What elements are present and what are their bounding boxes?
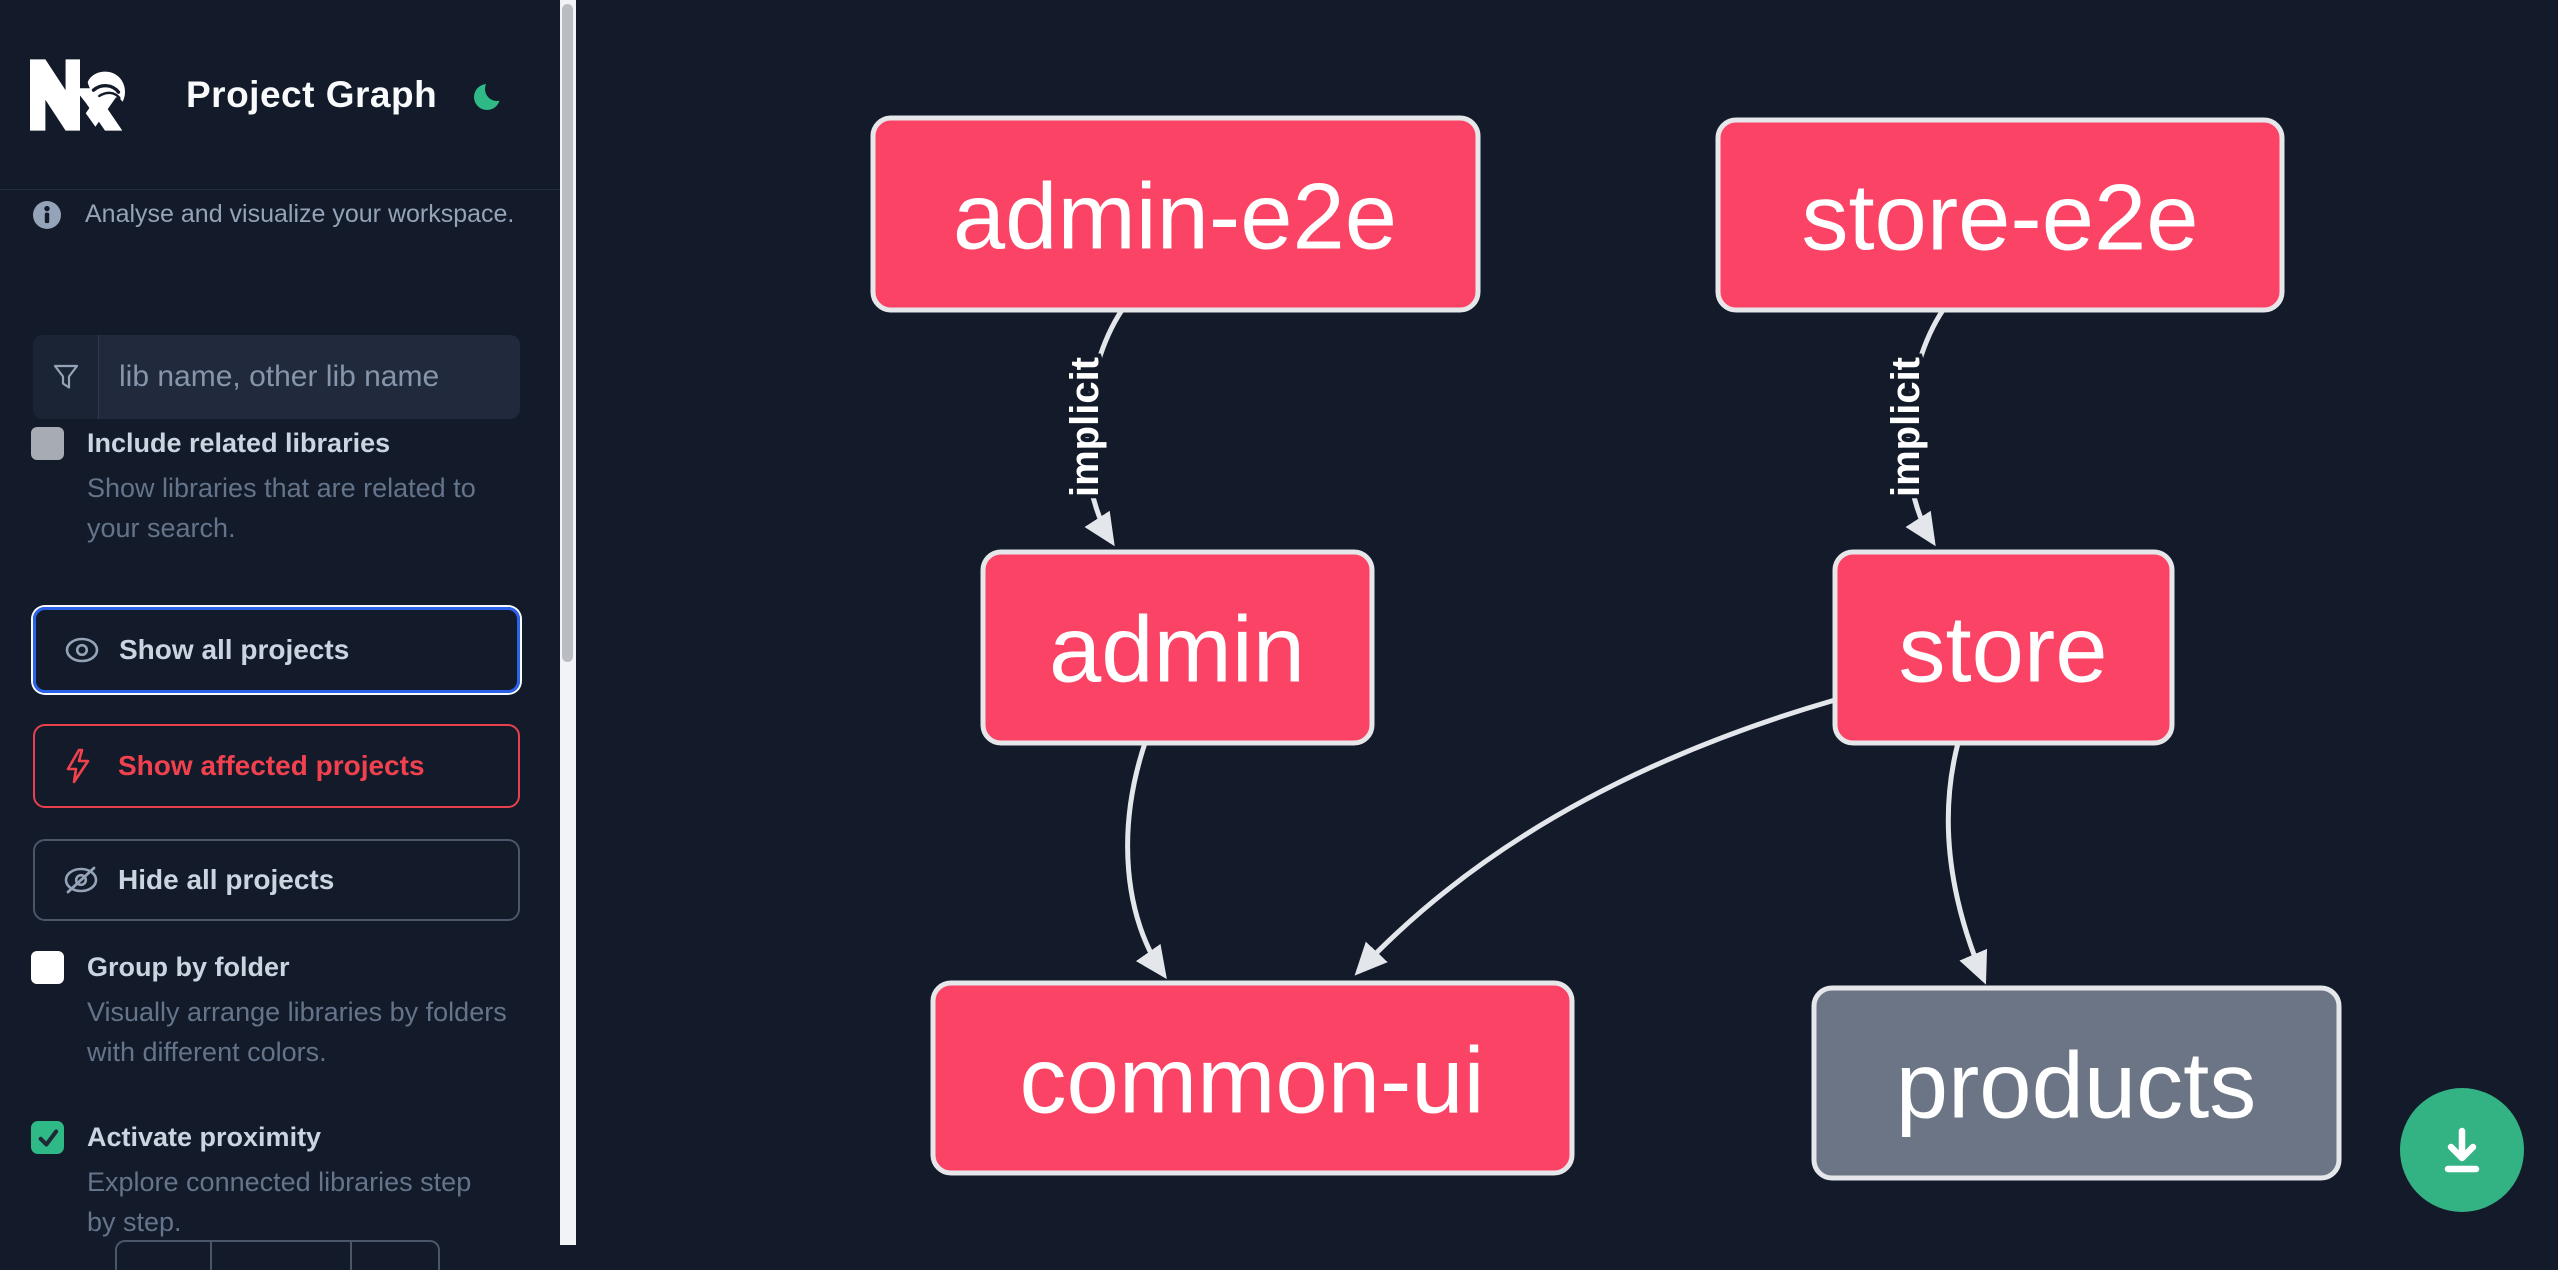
activate-proximity-option: Activate proximity Explore connected lib… — [31, 1121, 507, 1242]
svg-text:admin: admin — [1049, 597, 1305, 702]
include-related-row: Include related libraries — [31, 427, 511, 460]
eye-icon — [64, 637, 100, 663]
stepper-increment-button[interactable] — [350, 1242, 440, 1270]
sidebar-scrollbar-thumb[interactable] — [562, 4, 573, 662]
activate-proximity-description: Explore connected libraries step by step… — [87, 1167, 472, 1237]
show-all-projects-label: Show all projects — [119, 634, 350, 665]
stepper-decrement-button[interactable] — [117, 1242, 210, 1270]
dependency-graph: implicit implicit admin-e2e store-e2e ad… — [870, 115, 2342, 1181]
graph-node-admin-e2e[interactable]: admin-e2e — [870, 115, 1481, 313]
eye-off-icon — [63, 865, 99, 895]
activate-proximity-label: Activate proximity — [87, 1122, 322, 1152]
sidebar-header: Project Graph — [0, 0, 560, 190]
download-graph-button[interactable] — [2400, 1088, 2524, 1212]
hide-all-projects-label: Hide all projects — [118, 864, 335, 895]
search-input[interactable] — [99, 335, 520, 419]
include-related-label: Include related libraries — [87, 428, 391, 458]
show-affected-projects-button[interactable]: Show affected projects — [33, 724, 520, 808]
info-text: Analyse and visualize your workspace. — [85, 200, 515, 228]
group-by-folder-description: Visually arrange libraries by folders wi… — [87, 997, 507, 1067]
show-affected-projects-label: Show affected projects — [118, 750, 425, 781]
sidebar: Project Graph Analyse and visualize your… — [0, 0, 560, 1270]
edge-store-to-products — [1945, 742, 1988, 985]
graph-node-common-ui[interactable]: common-ui — [930, 980, 1575, 1176]
filter-icon — [33, 335, 99, 419]
edge-store-e2e-to-store — [1905, 308, 1946, 547]
group-by-folder-label: Group by folder — [87, 952, 290, 982]
svg-text:products: products — [1896, 1033, 2257, 1138]
group-by-folder-row: Group by folder — [31, 951, 511, 984]
group-by-folder-checkbox[interactable] — [31, 951, 64, 984]
page-title: Project Graph — [186, 73, 438, 115]
include-related-checkbox[interactable] — [31, 427, 64, 460]
lightning-icon — [63, 748, 99, 784]
activate-proximity-row: Activate proximity — [31, 1121, 507, 1154]
group-by-folder-option: Group by folder Visually arrange librari… — [31, 951, 511, 1072]
download-icon — [2444, 1127, 2480, 1173]
graph-node-store-e2e[interactable]: store-e2e — [1715, 117, 2285, 313]
edge-label-implicit-right: implicit — [1884, 357, 1928, 497]
moon-icon[interactable] — [471, 76, 507, 113]
svg-text:store: store — [1899, 597, 2108, 702]
show-all-projects-button[interactable]: Show all projects — [33, 607, 520, 693]
include-related-description: Show libraries that are related to your … — [87, 473, 476, 543]
info-icon — [33, 200, 61, 229]
graph-canvas[interactable]: implicit implicit admin-e2e store-e2e ad… — [576, 0, 2558, 1245]
graph-node-store[interactable]: store — [1832, 549, 2175, 746]
edge-store-to-common-ui — [1354, 697, 1836, 976]
edge-label-implicit-left: implicit — [1063, 357, 1107, 497]
workspace-info: Analyse and visualize your workspace. — [33, 200, 514, 229]
svg-text:admin-e2e: admin-e2e — [953, 164, 1397, 269]
include-related-option: Include related libraries Show libraries… — [31, 427, 511, 548]
check-icon — [38, 1128, 58, 1147]
edge-admin-to-common-ui — [1125, 742, 1167, 980]
search-box — [33, 335, 520, 419]
stepper-value-segment[interactable] — [210, 1242, 350, 1270]
nx-logo — [30, 58, 125, 131]
graph-node-admin[interactable]: admin — [980, 549, 1375, 746]
svg-text:store-e2e: store-e2e — [1801, 165, 2198, 270]
hide-all-projects-button[interactable]: Hide all projects — [33, 839, 520, 921]
sidebar-scrollbar-track[interactable] — [560, 0, 576, 1245]
edge-admin-e2e-to-admin — [1084, 308, 1125, 547]
graph-node-products[interactable]: products — [1811, 985, 2342, 1181]
activate-proximity-checkbox[interactable] — [31, 1121, 64, 1154]
svg-text:common-ui: common-ui — [1020, 1028, 1485, 1133]
